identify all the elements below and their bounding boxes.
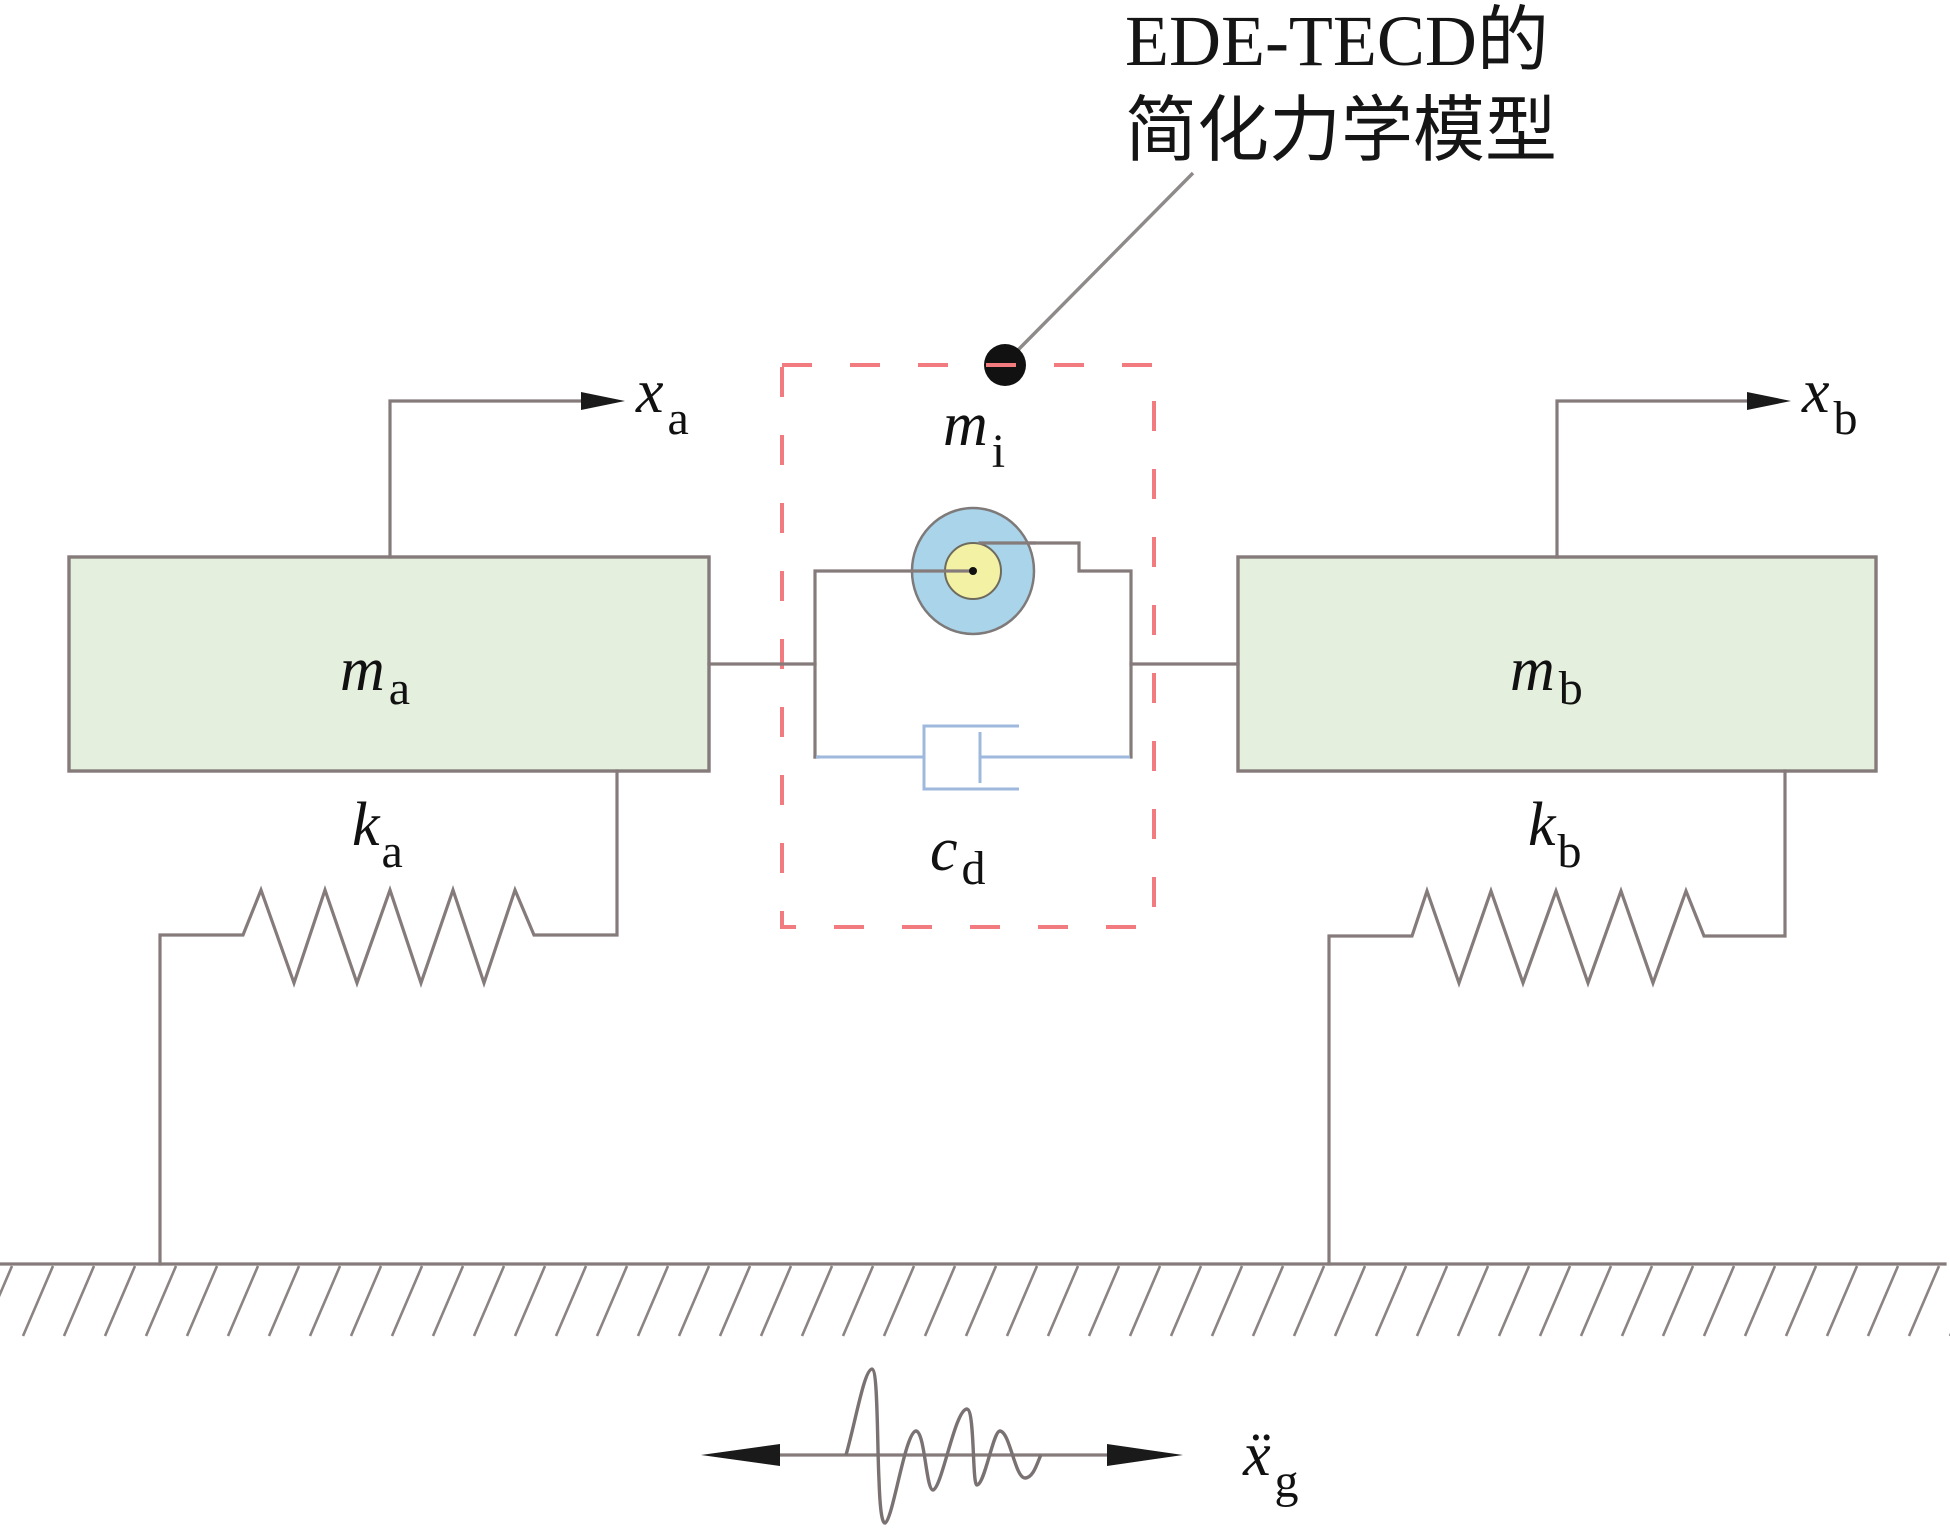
- ground-hatch-line: [0, 1265, 14, 1298]
- ground-hatch-line: [1333, 1265, 1367, 1337]
- ground-hatch-line: [1497, 1265, 1531, 1337]
- ground-hatch-line: [1210, 1265, 1244, 1337]
- mass-b-block: [1236, 555, 1878, 773]
- ground-hatch-line: [1784, 1265, 1818, 1337]
- ground-hatch-line: [1292, 1265, 1326, 1337]
- ground-excitation: ẍg: [701, 1367, 1299, 1525]
- ground-hatch-line: [308, 1265, 342, 1337]
- inerter-frame-right: [971, 541, 1133, 759]
- ground-hatch-line: [554, 1265, 588, 1337]
- ground-hatch-line: [964, 1265, 998, 1337]
- disp-a-arrow: [388, 399, 602, 559]
- ground-hatch-line: [144, 1265, 178, 1337]
- ground-hatch-line: [1087, 1265, 1121, 1337]
- title-line-1: EDE-TECD的: [1125, 1, 1549, 81]
- ground-hatch-line: [1251, 1265, 1285, 1337]
- ground: [0, 1262, 1950, 1337]
- ground-hatch-line: [1046, 1265, 1080, 1337]
- ground-hatch-line: [1620, 1265, 1654, 1337]
- ground-hatch-line: [1661, 1265, 1695, 1337]
- ground-hatch-line: [1005, 1265, 1039, 1337]
- excitation-arrowhead-right: [1107, 1444, 1183, 1466]
- mass-a: ma xa: [67, 358, 711, 773]
- leader-line: [1016, 171, 1195, 352]
- ground-hatch-line: [1702, 1265, 1736, 1337]
- ground-hatch-line: [1743, 1265, 1777, 1337]
- excitation-arrowhead-left: [701, 1444, 780, 1466]
- ground-hatch-line: [1128, 1265, 1162, 1337]
- ground-hatch-line: [1169, 1265, 1203, 1337]
- ground-hatch-line: [1825, 1265, 1859, 1337]
- title-callout: EDE-TECD的 简化力学模型: [984, 1, 1557, 386]
- tecd-linkage: mi cd: [707, 391, 1240, 895]
- ground-hatch-line: [472, 1265, 506, 1337]
- ground-hatch-line: [349, 1265, 383, 1337]
- ground-hatch-line: [390, 1265, 424, 1337]
- ground-hatch-line: [636, 1265, 670, 1337]
- inertance-label: mi: [943, 391, 1005, 478]
- ground-hatch-line: [103, 1265, 137, 1337]
- ground-hatch-line: [1866, 1265, 1900, 1337]
- ground-hatch-line: [513, 1265, 547, 1337]
- ground-hatch-line: [759, 1265, 793, 1337]
- ground-hatching: [0, 1265, 1950, 1337]
- mass-b: mb xb: [1236, 358, 1878, 773]
- ground-hatch-line: [1579, 1265, 1613, 1337]
- ground-hatch-line: [1907, 1265, 1941, 1337]
- ground-hatch-line: [1538, 1265, 1572, 1337]
- spring-b: kb: [1327, 769, 1787, 1266]
- spring-b-coil: [1327, 769, 1787, 1266]
- damping-label: cd: [930, 816, 986, 895]
- ground-hatch-line: [677, 1265, 711, 1337]
- ground-hatch-line: [1374, 1265, 1408, 1337]
- disp-a-arrowhead: [581, 392, 625, 410]
- ground-hatch-line: [62, 1265, 96, 1337]
- ground-hatch-line: [882, 1265, 916, 1337]
- disp-a-label: xa: [635, 358, 689, 445]
- ground-accel-label: ẍg: [1242, 1421, 1299, 1508]
- ground-hatch-line: [1456, 1265, 1490, 1337]
- stiffness-a-label: ka: [352, 791, 403, 878]
- mass-a-label: ma: [340, 636, 410, 715]
- spring-a-coil: [158, 769, 619, 1266]
- ground-hatch-line: [267, 1265, 301, 1337]
- disp-b-arrowhead: [1747, 392, 1791, 410]
- ground-hatch-line: [431, 1265, 465, 1337]
- seismic-wave-icon: [844, 1367, 1043, 1525]
- tecd-dashed-boundary: [780, 363, 1156, 929]
- flywheel-axle: [969, 567, 977, 575]
- ground-hatch-line: [21, 1265, 55, 1337]
- ground-hatch-line: [595, 1265, 629, 1337]
- ground-hatch-line: [1415, 1265, 1449, 1337]
- disp-b-label: xb: [1801, 358, 1858, 445]
- ground-hatch-line: [718, 1265, 752, 1337]
- stiffness-b-label: kb: [1528, 791, 1582, 878]
- damper-cylinder: [922, 724, 1019, 791]
- mass-a-block: [67, 555, 711, 773]
- disp-b-arrow: [1555, 399, 1767, 559]
- ground-hatch-line: [841, 1265, 875, 1337]
- ground-hatch-line: [185, 1265, 219, 1337]
- ground-hatch-line: [226, 1265, 260, 1337]
- spring-a: ka: [158, 769, 619, 1266]
- ground-hatch-line: [800, 1265, 834, 1337]
- title-line-2: 简化力学模型: [1125, 91, 1557, 171]
- mass-b-label: mb: [1510, 636, 1583, 715]
- ground-hatch-line: [923, 1265, 957, 1337]
